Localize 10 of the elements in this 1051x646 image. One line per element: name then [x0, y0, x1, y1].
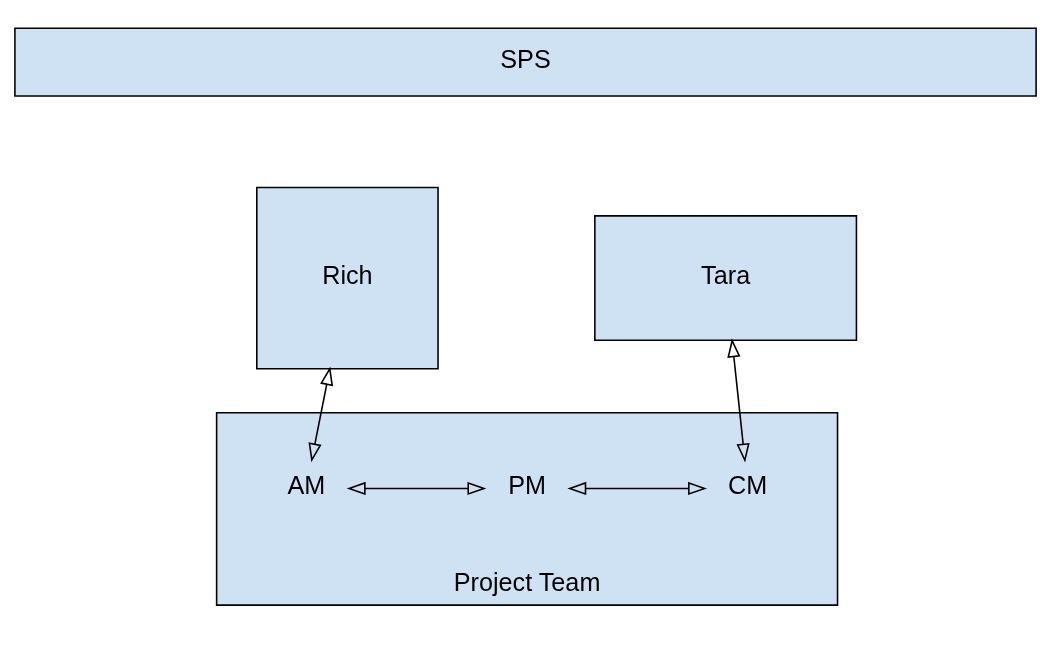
- node-box: Tara: [594, 215, 858, 342]
- arrow: [308, 366, 334, 463]
- node-box: SPS: [14, 27, 1037, 97]
- node-text: AM: [287, 471, 326, 500]
- node-box: Rich: [256, 186, 439, 370]
- arrow: [346, 481, 487, 496]
- node-text: PM: [508, 471, 546, 500]
- arrow: [567, 481, 707, 496]
- arrow: [727, 338, 750, 463]
- node-text: CM: [728, 471, 768, 500]
